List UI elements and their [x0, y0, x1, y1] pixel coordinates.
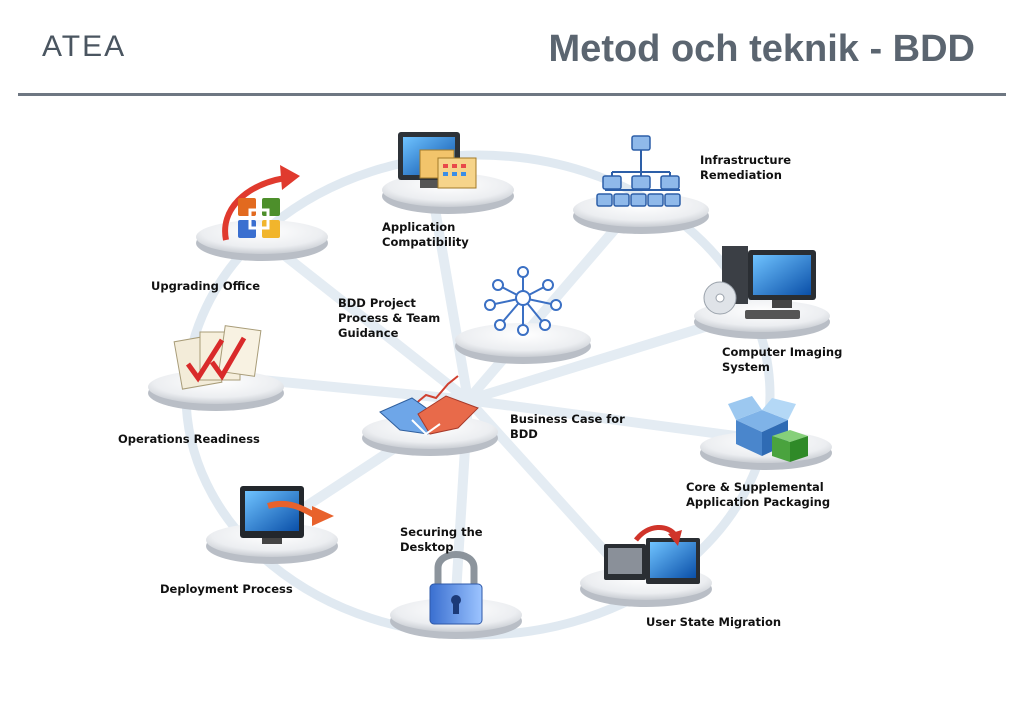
checklist-icon	[173, 325, 262, 390]
handshake-icon	[379, 375, 479, 436]
monitor-arrow-icon	[240, 486, 334, 544]
label-upgrading-office: Upgrading Office	[151, 279, 261, 293]
network-hierarchy-icon	[596, 135, 681, 207]
package-boxes-icon	[728, 396, 808, 462]
monitor-folders-icon	[398, 132, 477, 189]
computer-disc-icon	[703, 246, 816, 319]
atea-logo: ATEA	[42, 30, 127, 63]
label-ops-readiness: Operations Readiness	[118, 432, 260, 446]
team-network-icon	[484, 266, 562, 336]
platform-bdd-project	[455, 323, 591, 364]
platform-app-compat	[382, 173, 514, 214]
migration-monitors-icon	[604, 525, 700, 584]
padlock-icon	[429, 551, 483, 625]
title-divider	[18, 93, 1006, 96]
platform-upgrading-office	[196, 220, 328, 261]
label-user-state: User State Migration	[646, 615, 782, 629]
label-deployment: Deployment Process	[160, 582, 293, 596]
office-logo-arrow-icon	[222, 165, 300, 241]
page-title: Metod och teknik - BDD	[548, 28, 975, 70]
